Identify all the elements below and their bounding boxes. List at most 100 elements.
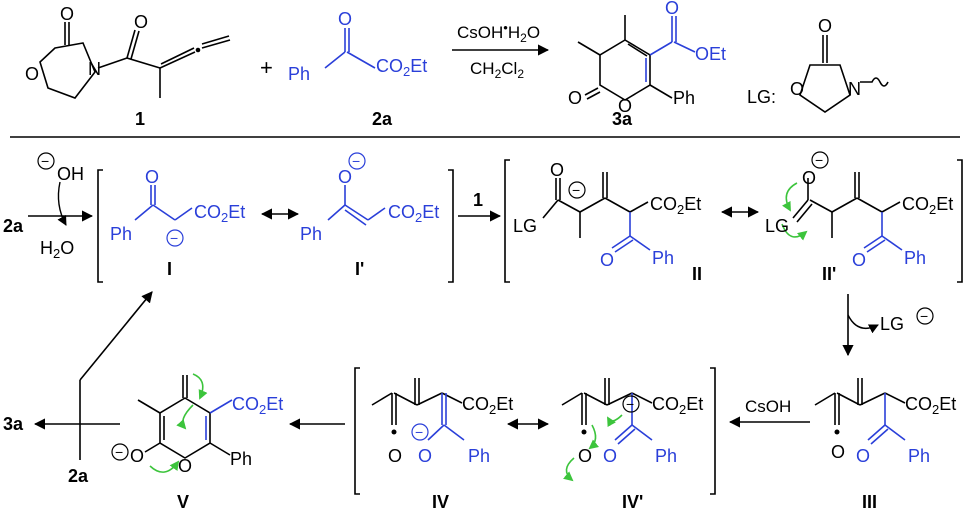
IV-enolate-o: O: [418, 446, 432, 466]
IV-prime-green-arrow-1: [607, 414, 623, 428]
IV-prime-charge-circle: [622, 395, 640, 413]
label-IV: IV: [432, 492, 449, 512]
I-prime-ph: Ph: [300, 224, 322, 244]
c2a-ph: Ph: [288, 64, 310, 84]
I-prime-o: O: [338, 167, 352, 187]
bracket-right-IV: [710, 367, 716, 495]
label-compound-2a: 2a: [372, 109, 393, 129]
II-ph: Ph: [652, 248, 674, 268]
II-prime-charge: −: [815, 152, 823, 168]
IV-prime-green-arrow-2: [588, 424, 599, 450]
hydroxide-curved-arrow: [57, 181, 67, 226]
label-II: II: [692, 264, 702, 284]
II-ketone-o: O: [600, 250, 614, 270]
bracket-left-IV: [354, 367, 360, 495]
IV-charge: −: [415, 424, 423, 440]
II-lg: LG: [513, 216, 537, 236]
II-prime-ph: Ph: [904, 248, 926, 268]
II-prime-charge-circle: [811, 151, 829, 169]
c3a-ester-o: O: [665, 0, 679, 18]
lg-structure: [799, 35, 889, 113]
II-charge-circle: [568, 181, 586, 199]
I-charge: −: [170, 230, 178, 246]
I-prime-charge: −: [352, 153, 360, 169]
V-charge-circle: [111, 443, 129, 461]
II-prime-ketone-o: O: [852, 250, 866, 270]
V-green-arrow-1: [192, 373, 208, 400]
IV-prime-ketone-o: O: [603, 446, 617, 466]
mech-start-2a: 2a: [3, 216, 24, 236]
IV-prime-ketene-o: O: [578, 446, 592, 466]
IV-ph: Ph: [468, 446, 490, 466]
intermediate-V: [137, 375, 233, 459]
intermediate-III: [814, 378, 906, 445]
bracket-right-I: [448, 169, 454, 283]
c3a-carbonyl-o: O: [568, 88, 582, 108]
III-ph: Ph: [908, 446, 930, 466]
lg-definition-label: LG:: [747, 87, 776, 107]
IV-prime-charge: −: [626, 396, 634, 412]
III-ketene-o: O: [831, 442, 845, 462]
csoh-label: CsOH: [745, 397, 791, 416]
hydroxide: OH: [57, 164, 84, 184]
III-ketone-o: O: [856, 446, 870, 466]
label-V: V: [177, 492, 189, 512]
intermediate-I: [134, 185, 193, 221]
IV-prime-ketene-dot: [581, 429, 587, 435]
lg-loss-curved-arrow: [847, 314, 879, 334]
V-charge: −: [115, 444, 123, 460]
intermediate-I-prime: [327, 185, 386, 226]
label-compound-3a: 3a: [612, 109, 633, 129]
mech-recycle-2a: 2a: [68, 466, 89, 486]
c2a-ester: CO2Et: [376, 56, 427, 79]
lg-ring-n: N: [848, 79, 861, 99]
c1-ring-n: N: [88, 59, 101, 79]
intermediate-II-prime: [792, 172, 903, 253]
V-green-arrow-2: [176, 404, 194, 430]
V-ester: CO2Et: [232, 394, 283, 417]
lg-carbonyl-o: O: [818, 16, 832, 36]
V-green-arrow-3: [149, 460, 180, 473]
IV-prime-ph: Ph: [655, 446, 677, 466]
mech-product-3a: 3a: [3, 414, 24, 434]
lg-leaving-charge-circle: [916, 307, 934, 325]
I-ester: CO2Et: [194, 202, 245, 225]
label-I: I: [167, 259, 172, 279]
II-charge: −: [572, 182, 580, 198]
c1-amide-o: O: [134, 12, 148, 32]
II-prime-lg: LG: [765, 216, 789, 236]
allene-dot: [195, 47, 201, 53]
c3a-oet: OEt: [695, 44, 726, 64]
label-compound-1: 1: [135, 109, 145, 129]
label-IV-prime: IV': [622, 492, 643, 512]
I-charge-circle: [166, 229, 184, 247]
III-ketene-dot: [834, 429, 840, 435]
bracket-left-I: [97, 169, 103, 283]
label-II-prime: II': [822, 264, 836, 284]
III-ester: CO2Et: [905, 394, 956, 417]
intermediate-IV-prime: [561, 378, 653, 445]
recycle-arrow: [79, 291, 153, 381]
solvent-dcm: CH2Cl2: [470, 59, 524, 81]
II-ester: CO2Et: [650, 194, 701, 217]
c1-ring-o: O: [25, 64, 39, 84]
I-o: O: [145, 167, 159, 187]
plus-sign: +: [260, 55, 273, 80]
oh-charge-circle: [37, 152, 55, 170]
c1-carbonyl-o: O: [60, 4, 74, 24]
II-prime-green-arrow-1: [782, 182, 798, 212]
c3a-ph: Ph: [673, 88, 695, 108]
lg-leaving-charge: −: [920, 308, 928, 324]
I-ph: Ph: [110, 224, 132, 244]
c3a-ring-o: O: [618, 96, 632, 116]
II-prime-green-arrow-2: [781, 223, 808, 241]
intermediate-II: [542, 172, 651, 253]
lg-ring-o: O: [790, 79, 804, 99]
IV-charge-circle: [411, 423, 429, 441]
V-alkoxide-o: O: [130, 446, 144, 466]
compound-2a: [324, 28, 376, 69]
IV-ester: CO2Et: [462, 394, 513, 417]
compound-1: [39, 22, 231, 99]
intermediate-IV: [371, 378, 465, 441]
oh-charge: −: [41, 153, 49, 169]
